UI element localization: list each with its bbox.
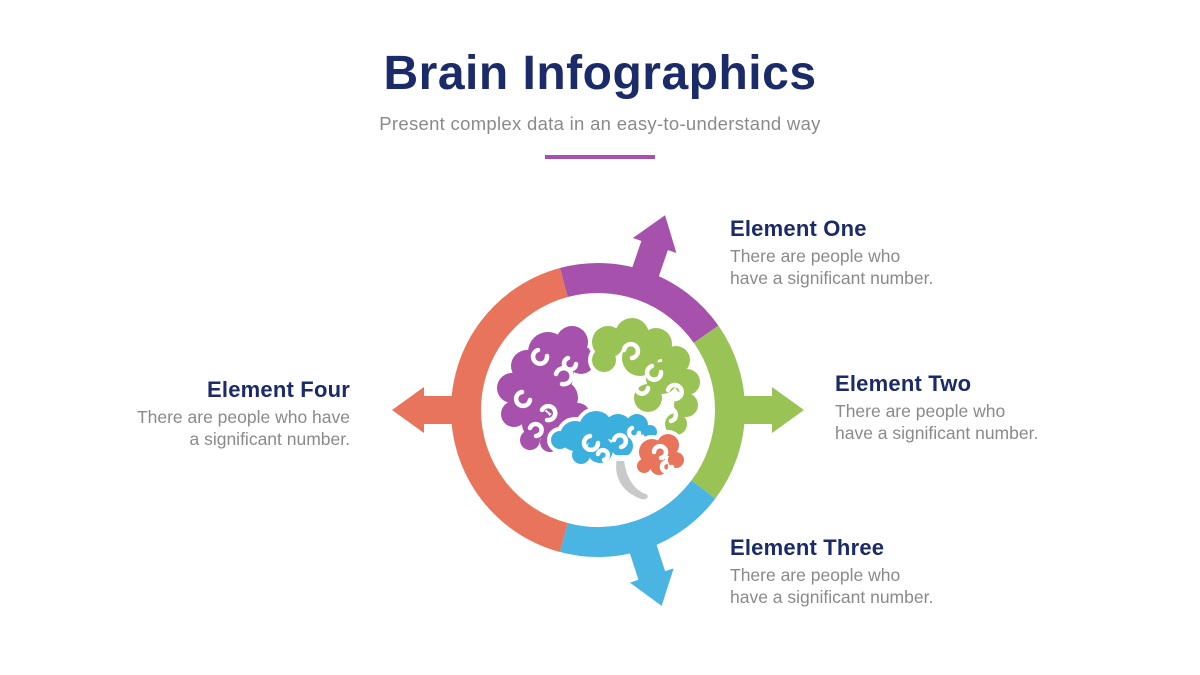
element-three-block: Element Three There are people who have … bbox=[730, 535, 1000, 608]
element-one-body-line1: There are people who bbox=[730, 246, 901, 266]
brain-stem bbox=[610, 455, 654, 506]
element-three-body-line1: There are people who bbox=[730, 565, 901, 585]
page-subtitle: Present complex data in an easy-to-under… bbox=[379, 113, 821, 134]
element-two-body-line1: There are people who bbox=[835, 401, 1006, 421]
element-one-body-line2: have a significant number. bbox=[730, 268, 934, 288]
element-one-block: Element One There are people who have a … bbox=[730, 216, 1000, 289]
arrow-element-three bbox=[624, 529, 674, 606]
element-three-title: Element Three bbox=[730, 535, 885, 560]
title-divider-line bbox=[545, 155, 655, 159]
element-two-title: Element Two bbox=[835, 371, 972, 396]
element-four-body-line2: a significant number. bbox=[189, 429, 350, 449]
page-title: Brain Infographics bbox=[383, 47, 817, 100]
element-four-body-line1: There are people who have bbox=[136, 407, 350, 427]
brain-lobe-parietal-green bbox=[592, 318, 700, 435]
element-two-block: Element Two There are people who have a … bbox=[835, 371, 1105, 444]
element-two-body-line2: have a significant number. bbox=[835, 423, 1039, 443]
element-four-title: Element Four bbox=[207, 377, 350, 402]
brain-lobe-temporal-blue bbox=[551, 411, 657, 464]
ring-segment-element-two bbox=[691, 325, 745, 499]
arrow-element-four bbox=[392, 387, 468, 433]
element-four-block: Element Four There are people who have a… bbox=[80, 377, 350, 450]
element-three-body-line2: have a significant number. bbox=[730, 587, 934, 607]
element-one-title: Element One bbox=[730, 216, 867, 241]
arrow-element-two bbox=[728, 387, 804, 433]
brain-illustration bbox=[493, 314, 704, 506]
brain-gyri-squiggles bbox=[513, 341, 684, 475]
arrow-element-one bbox=[627, 215, 677, 292]
